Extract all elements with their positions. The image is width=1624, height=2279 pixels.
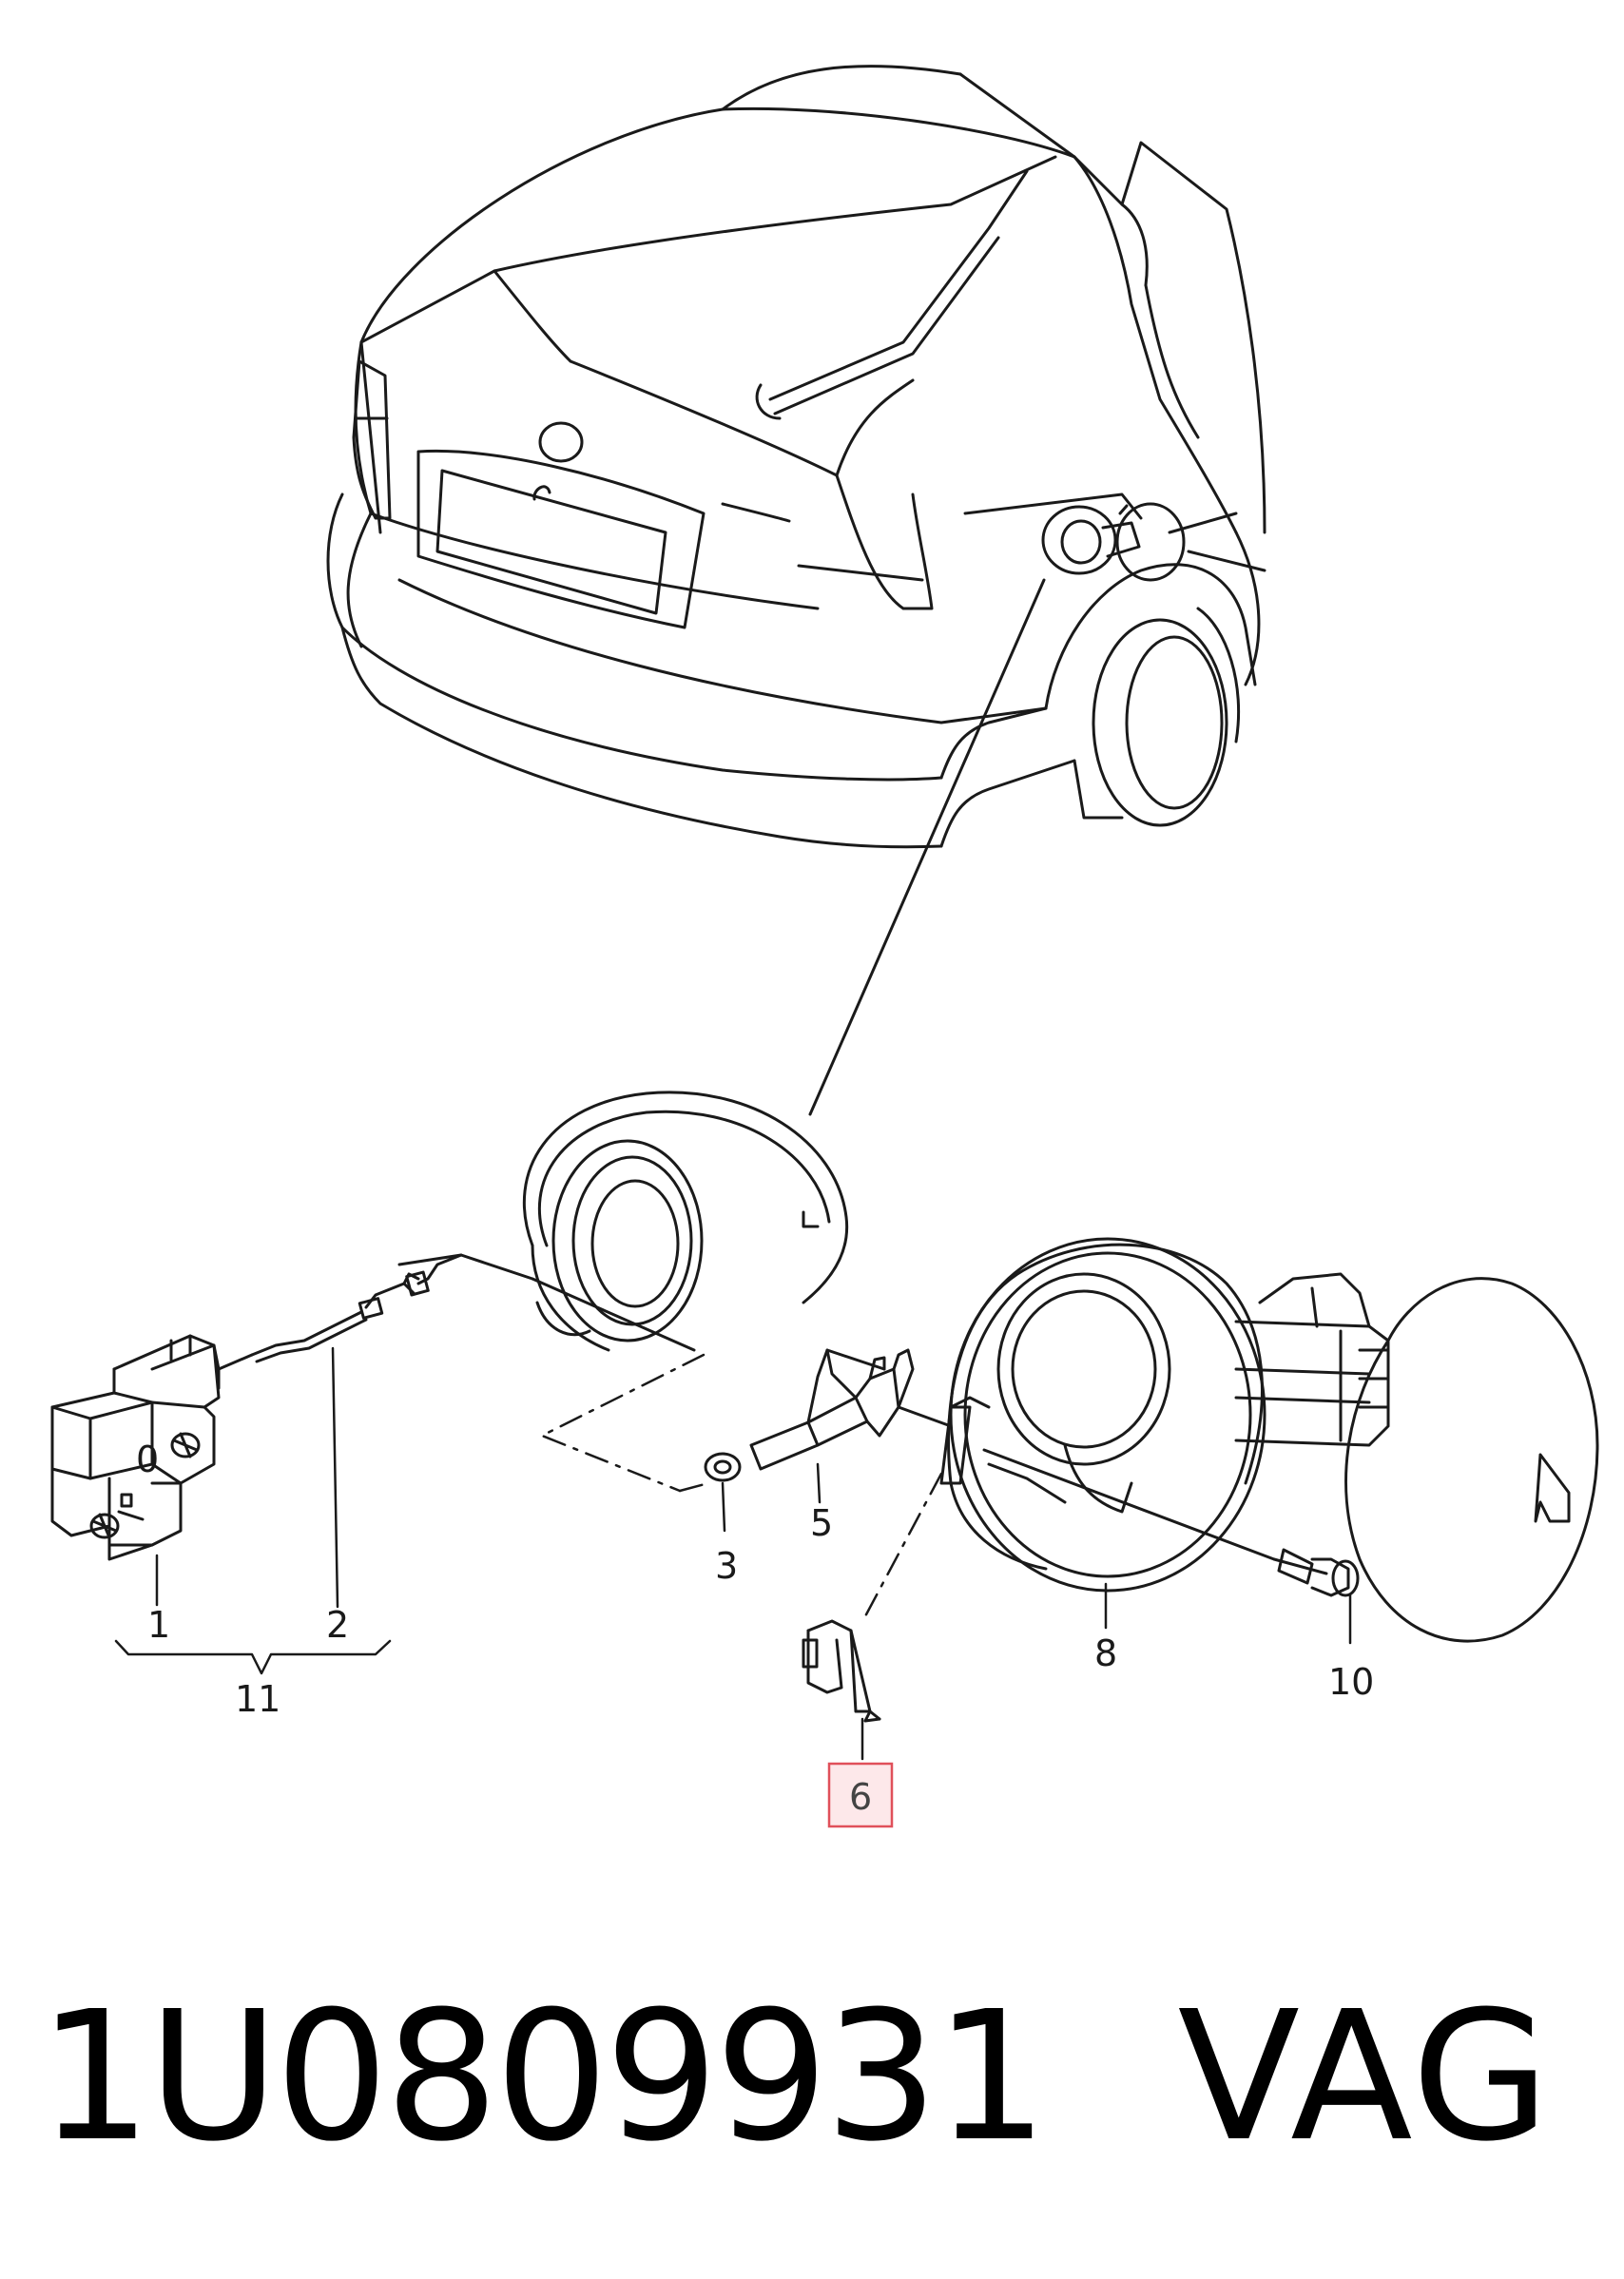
- callout-10: 10: [1328, 1661, 1374, 1703]
- washer: [704, 1452, 742, 1482]
- clip-part: [802, 1619, 881, 1723]
- cable-and-actuator: [50, 1253, 463, 1561]
- callout-11: 11: [235, 1678, 280, 1720]
- callout-2: 2: [326, 1604, 349, 1646]
- highlight-box: [827, 1762, 894, 1828]
- leader-line-car-to-housing: [808, 578, 1046, 1116]
- callout-8: 8: [1094, 1632, 1117, 1674]
- callout-leader-lines: [114, 1346, 1352, 1761]
- callout-5: 5: [810, 1502, 833, 1544]
- part-number: 1U0809931: [38, 1973, 1048, 2181]
- callout-6[interactable]: 6: [849, 1776, 872, 1818]
- brand-name: VAG: [1177, 1973, 1553, 2181]
- filler-housing-with-flap: [939, 1237, 1599, 1643]
- callout-3: 3: [715, 1545, 738, 1587]
- callout-0: 0: [136, 1439, 159, 1480]
- footer-caption: 1U0809931 VAG: [38, 1959, 1597, 2196]
- assembly-guide-lines: [540, 1353, 943, 1618]
- callout-1: 1: [147, 1604, 170, 1646]
- callout-labels: 0 1 2 3 5 8 10 11 6: [136, 1439, 1374, 1828]
- push-rod: [749, 1348, 953, 1471]
- car-rear-illustration: [326, 65, 1266, 849]
- filler-housing-upper: [397, 1091, 849, 1352]
